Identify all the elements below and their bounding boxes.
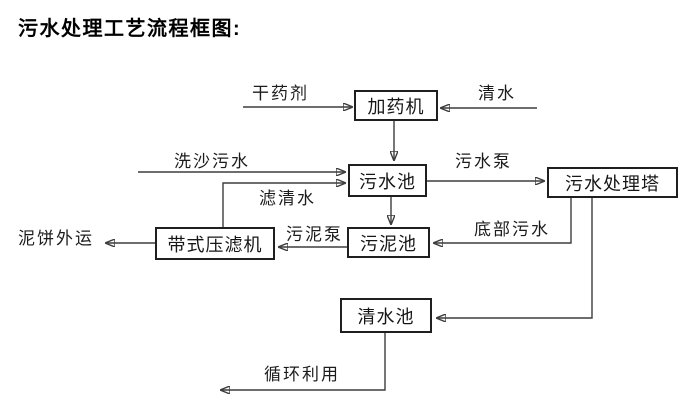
edge-clean-water-pool-to-recycling [221,333,386,390]
flow-label-recycling: 循环利用 [264,365,340,384]
flow-label-mud-cake-out: 泥饼外运 [18,229,94,248]
edge-filtered-water-belt-press-to-sewage-pool [222,183,345,227]
flow-label-clean-water: 清水 [478,84,516,103]
node-belt-filter-press-label: 带式压滤机 [167,234,263,255]
edge-bottom-sewage-tower-to-sludge-pool [434,198,572,243]
flow-label-sand-washing-sewage: 洗沙污水 [174,152,250,171]
node-treatment-tower-label: 污水处理塔 [565,173,660,194]
flow-label-filtered-water: 滤清水 [259,189,316,208]
flow-label-sludge-pump: 污泥泵 [286,225,343,244]
flow-label-sewage-pump: 污水泵 [455,152,512,171]
node-sewage-pool-label: 污水池 [359,171,416,192]
flow-label-dry-chemical: 干药剂 [252,84,309,103]
node-sewage-pool: 污水池 [348,164,427,197]
node-sludge-pool: 污泥池 [347,227,430,258]
node-clean-water-pool-label: 清水池 [357,306,415,327]
page-title: 污水处理工艺流程框图: [18,18,242,40]
node-dosing-machine-label: 加药机 [367,96,425,117]
node-treatment-tower: 污水处理塔 [547,167,678,198]
node-sludge-pool-label: 污泥池 [360,233,417,254]
node-clean-water-pool: 清水池 [340,298,432,333]
node-dosing-machine: 加药机 [354,90,438,121]
node-belt-filter-press: 带式压滤机 [155,227,275,260]
edge-treatment-tower-to-clean-water-pool [437,198,593,318]
flow-label-bottom-sewage: 底部污水 [474,220,550,239]
